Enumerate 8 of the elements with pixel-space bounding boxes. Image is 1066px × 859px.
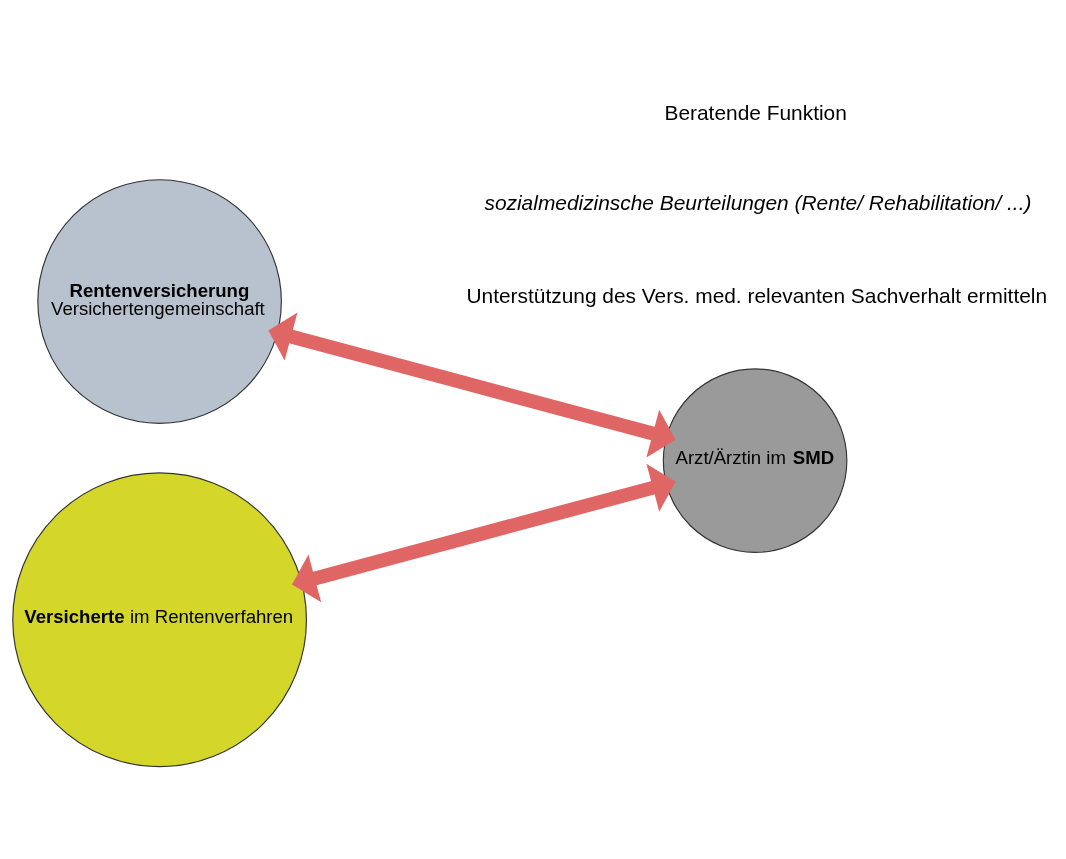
- label: sozialmedizinsche Beurteilungen (Rente/ Rehabilitation/ ...): [484, 190, 1032, 214]
- node-circle: Rentenversicherung Versichertengemeinschaft: [37, 178, 282, 424]
- label: Unterstützung des Vers. med. relevanten Sachverhalt ermitteln: [466, 283, 1048, 307]
- arrow: [292, 463, 676, 602]
- node-circle: Arzt/Ärztin im SMD: [662, 367, 848, 553]
- label: Beratende Funktion: [664, 100, 847, 124]
- node-circle: Versicherte im Rentenverfahren: [12, 471, 308, 767]
- arrow: [268, 312, 676, 457]
